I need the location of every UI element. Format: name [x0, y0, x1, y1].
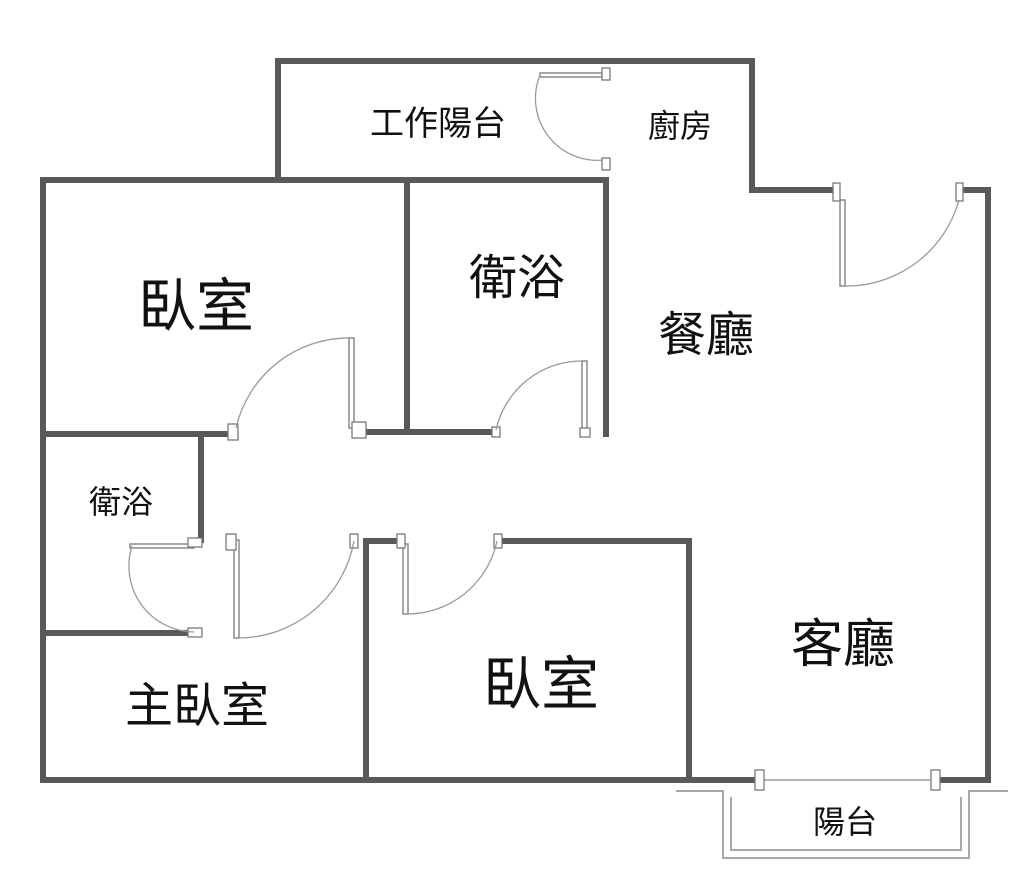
bedroom-top-door: [227, 337, 367, 441]
room-label-bath-small: 衛浴: [88, 483, 154, 521]
room-label-master-bedroom: 主臥室: [124, 678, 270, 734]
room-label-bedroom-top: 臥室: [137, 272, 255, 340]
balcony-door: [754, 769, 941, 791]
walls: [40, 58, 991, 783]
room-label-living: 客廳: [790, 615, 896, 675]
entry-door: [832, 182, 964, 287]
outer-wall-south: [40, 177, 760, 783]
balcony-outline: [676, 790, 1008, 859]
laundry-door: [534, 67, 611, 171]
room-label-bedroom-bottom: 臥室: [482, 650, 600, 718]
room-label-bath-top: 衛浴: [468, 250, 566, 306]
bedroom-bottom-door: [396, 533, 503, 615]
room-label-dining: 餐廳: [657, 307, 755, 363]
outer-wall: [275, 58, 836, 193]
outer-wall-east: [937, 187, 991, 783]
bath-top-door: [491, 360, 591, 438]
bath-small-door: [128, 537, 203, 638]
master-bedroom-door: [225, 533, 359, 639]
room-label-kitchen: 廚房: [647, 107, 713, 145]
doors: [128, 67, 964, 791]
room-label-laundry: 工作陽台: [370, 104, 506, 144]
room-label-balcony: 陽台: [812, 803, 878, 841]
